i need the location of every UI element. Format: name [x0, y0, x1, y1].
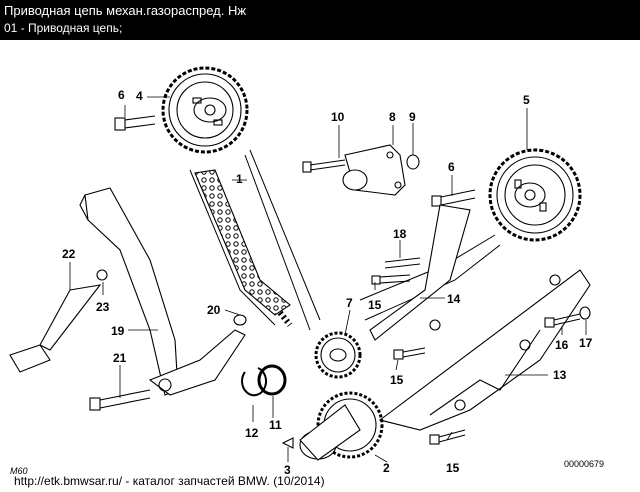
washer-23 [96, 269, 108, 281]
label-part-11: 11 [269, 418, 282, 432]
window-header: Приводная цепь механ.газораспред. Нж 01 … [0, 0, 640, 40]
upper-left-sprocket [161, 66, 249, 154]
image-code-right: 00000679 [564, 459, 605, 469]
page-subtitle: 01 - Приводная цепь; [4, 21, 123, 35]
middle-sprocket [314, 331, 362, 379]
washer-17 [579, 306, 591, 320]
label-part-12: 12 [245, 426, 259, 440]
label-part-23: 23 [96, 300, 110, 314]
label-part-16: 16 [555, 338, 569, 352]
label-part-5: 5 [523, 93, 530, 107]
bolt-16 [544, 313, 581, 328]
label-part-8: 8 [389, 110, 396, 124]
bolt-10 [302, 159, 346, 173]
key-3 [281, 437, 294, 449]
label-part-14: 14 [447, 292, 461, 306]
guide-rail-14 [369, 204, 471, 341]
guide-rail-13 [378, 269, 591, 431]
label-part-7: 7 [346, 296, 353, 310]
tensioner-arm [148, 314, 247, 396]
label-part-1: 1 [236, 172, 243, 186]
bolt-15-middle [393, 347, 426, 360]
circlip-12 [241, 367, 267, 397]
label-part-19: 19 [111, 324, 125, 338]
parts-diagram [9, 66, 591, 463]
image-code-left: M60 [10, 466, 28, 476]
bolt-15-lower [429, 429, 466, 445]
washer-9 [406, 154, 420, 170]
bolt-18 [384, 257, 421, 269]
label-part-6-left: 6 [118, 88, 125, 102]
crank-sprocket [299, 391, 384, 461]
label-part-3: 3 [284, 463, 291, 477]
label-part-18: 18 [393, 227, 407, 241]
chain-segment [194, 169, 291, 316]
label-part-22: 22 [62, 247, 76, 261]
bolt-21 [89, 389, 151, 411]
bolt-6-right [431, 189, 476, 207]
bolt-6-left [114, 115, 156, 131]
label-part-21: 21 [113, 351, 127, 365]
bolt-15-upper [371, 274, 411, 285]
label-part-13: 13 [553, 368, 567, 382]
tensioner-piston [9, 284, 102, 373]
label-part-20: 20 [207, 303, 221, 317]
label-part-15-middle: 15 [390, 373, 404, 387]
label-part-15-lower: 15 [446, 461, 460, 475]
footer-source-link[interactable]: http://etk.bmwsar.ru/ - каталог запчасте… [14, 474, 325, 488]
label-part-17: 17 [579, 336, 593, 350]
ring-11 [257, 364, 287, 396]
label-part-9: 9 [409, 110, 416, 124]
page-title: Приводная цепь механ.газораспред. Нж [4, 3, 247, 18]
label-part-4: 4 [136, 89, 143, 103]
chain-tensioner [342, 144, 406, 196]
label-part-10: 10 [331, 110, 345, 124]
label-part-6-right: 6 [448, 160, 455, 174]
right-sprocket [488, 148, 582, 242]
label-part-2: 2 [383, 461, 390, 475]
label-part-15-upper: 15 [368, 298, 382, 312]
leader-lines [69, 96, 587, 463]
